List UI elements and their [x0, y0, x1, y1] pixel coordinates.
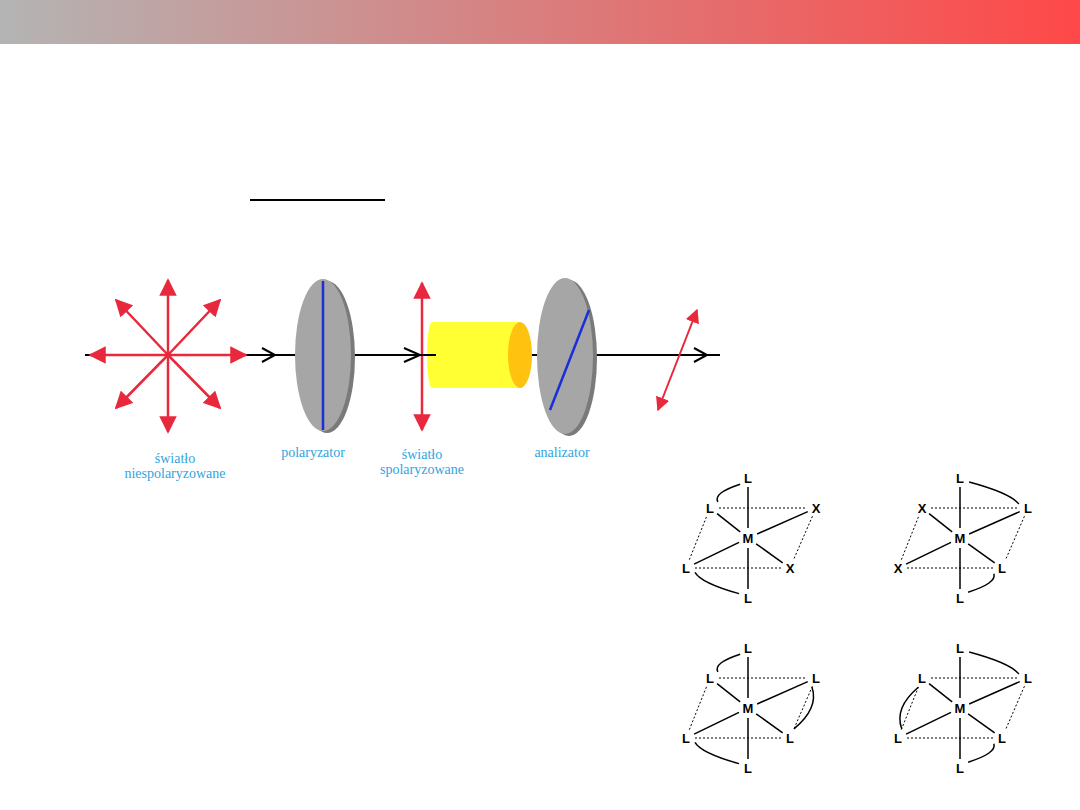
- atom-symbol: M: [742, 702, 755, 715]
- light-beam: [85, 348, 720, 362]
- atom-symbol: X: [785, 562, 796, 575]
- atom-symbol: X: [811, 502, 822, 515]
- atom-symbol: L: [681, 732, 691, 745]
- atom-symbol: L: [997, 562, 1007, 575]
- caption-label: światło niespolaryzowane: [110, 451, 240, 482]
- octahedral-complexes: [689, 482, 1024, 764]
- caption-label: światło spolaryzowane: [372, 447, 472, 478]
- underline: [250, 199, 385, 201]
- unpolarized-light: [90, 280, 246, 432]
- atom-symbol: L: [917, 672, 927, 685]
- rotated-light: [658, 310, 697, 410]
- atom-symbol: M: [742, 532, 755, 545]
- atom-symbol: L: [1023, 502, 1033, 515]
- polarized-light: [421, 283, 424, 430]
- atom-symbol: L: [893, 732, 903, 745]
- caption-label: analizator: [534, 445, 589, 460]
- atom-symbol: X: [917, 502, 928, 515]
- atom-symbol: L: [811, 672, 821, 685]
- atom-symbol: L: [705, 672, 715, 685]
- atom-symbol: M: [954, 702, 967, 715]
- atom-symbol: L: [743, 642, 753, 655]
- polarizer-disk: [295, 279, 355, 433]
- atom-symbol: L: [955, 642, 965, 655]
- atom-symbol: L: [955, 472, 965, 485]
- atom-symbol: L: [1023, 672, 1033, 685]
- atom-symbol: L: [785, 732, 795, 745]
- atom-symbol: L: [743, 592, 753, 605]
- caption-label: polaryzator: [281, 445, 345, 460]
- atom-symbol: L: [705, 502, 715, 515]
- atom-symbol: L: [681, 562, 691, 575]
- title-bar: [0, 0, 1080, 44]
- atom-symbol: L: [743, 472, 753, 485]
- atom-symbol: X: [893, 562, 904, 575]
- atom-symbol: M: [954, 532, 967, 545]
- atom-symbol: L: [955, 762, 965, 775]
- analyzer-disk: [537, 278, 597, 436]
- atom-symbol: L: [997, 732, 1007, 745]
- atom-symbol: L: [743, 762, 753, 775]
- sample-tube: [415, 322, 532, 388]
- atom-symbol: L: [955, 592, 965, 605]
